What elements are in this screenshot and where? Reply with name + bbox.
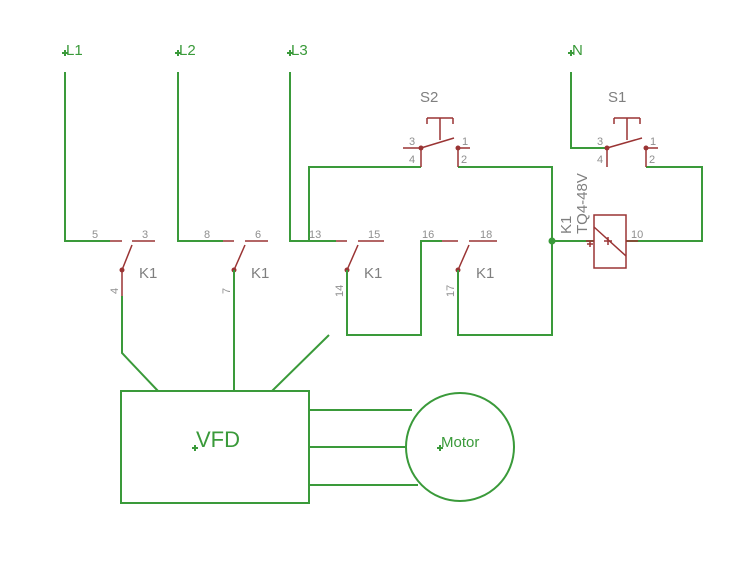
wire-n xyxy=(570,72,607,149)
k1c-pin-14: 14 xyxy=(334,285,346,297)
coil-pin-10: 10 xyxy=(631,229,643,241)
coil-value: TQ4-48V xyxy=(574,173,591,234)
k1-contact-d[interactable]: 16 18 17 K1 xyxy=(422,229,497,297)
s2-pin-2: 2 xyxy=(461,154,467,166)
motor[interactable]: Motor xyxy=(405,392,515,502)
k1d-pin-18: 18 xyxy=(480,229,492,241)
wire-l1 xyxy=(64,72,110,242)
k1-contact-c[interactable]: 13 15 14 K1 xyxy=(309,229,384,297)
k1c-pin-15: 15 xyxy=(368,229,380,241)
k1d-pin-16: 16 xyxy=(422,229,434,241)
wire-s1-out xyxy=(626,166,703,242)
wire-k1a-vfd xyxy=(121,296,159,392)
supply-l1-label: L1 xyxy=(66,42,83,59)
s2-pin-3: 3 xyxy=(409,136,415,148)
s2-label: S2 xyxy=(420,89,438,106)
k1b-pin-7: 7 xyxy=(221,288,233,294)
k1-contact-a[interactable]: 5 3 4 K1 xyxy=(92,229,157,296)
k1d-pin-17: 17 xyxy=(445,285,457,297)
supply-l3-label: L3 xyxy=(291,42,308,59)
s1-pin-1: 1 xyxy=(650,136,656,148)
s1-pin-2: 2 xyxy=(649,154,655,166)
k1-coil[interactable]: K1 TQ4-48V 10 xyxy=(558,173,643,269)
supply-n-label: N xyxy=(572,42,583,59)
vfd-label: VFD xyxy=(196,427,240,452)
s1-pin-4: 4 xyxy=(597,154,603,166)
k1a-pin-3: 3 xyxy=(142,229,148,241)
vfd-block[interactable]: VFD xyxy=(120,390,310,504)
wires xyxy=(64,72,703,486)
wire-l2 xyxy=(177,72,223,242)
k1b-pin-8: 8 xyxy=(204,229,210,241)
k1a-pin-5: 5 xyxy=(92,229,98,241)
supply-l3: L3 xyxy=(287,42,308,59)
s2-pin-1: 1 xyxy=(462,136,468,148)
k1b-label: K1 xyxy=(251,265,269,282)
k1b-pin-6: 6 xyxy=(255,229,261,241)
k1d-label: K1 xyxy=(476,265,494,282)
s2-pin-4: 4 xyxy=(409,154,415,166)
motor-label: Motor xyxy=(441,434,479,451)
k1-contact-b[interactable]: 8 6 7 K1 xyxy=(204,229,269,296)
wire-s2-out xyxy=(457,166,553,336)
s2-pushbutton[interactable]: S2 3 1 4 2 xyxy=(403,89,470,167)
wire-k1c-vfd xyxy=(271,240,442,392)
s1-label: S1 xyxy=(608,89,626,106)
supply-n: N xyxy=(568,42,583,59)
supply-l2-label: L2 xyxy=(179,42,196,59)
s1-pin-3: 3 xyxy=(597,136,603,148)
k1c-pin-13: 13 xyxy=(309,229,321,241)
supply-l1: L1 xyxy=(62,42,83,59)
supply-l2: L2 xyxy=(175,42,196,59)
wire-l3 xyxy=(289,72,336,242)
s1-pushbutton[interactable]: S1 3 1 4 2 xyxy=(597,89,658,167)
k1a-pin-4: 4 xyxy=(109,288,121,294)
junction-dot xyxy=(548,237,556,245)
coil-label: K1 xyxy=(558,216,575,234)
k1a-label: K1 xyxy=(139,265,157,282)
wire-s2-feed xyxy=(308,166,421,241)
k1c-label: K1 xyxy=(364,265,382,282)
